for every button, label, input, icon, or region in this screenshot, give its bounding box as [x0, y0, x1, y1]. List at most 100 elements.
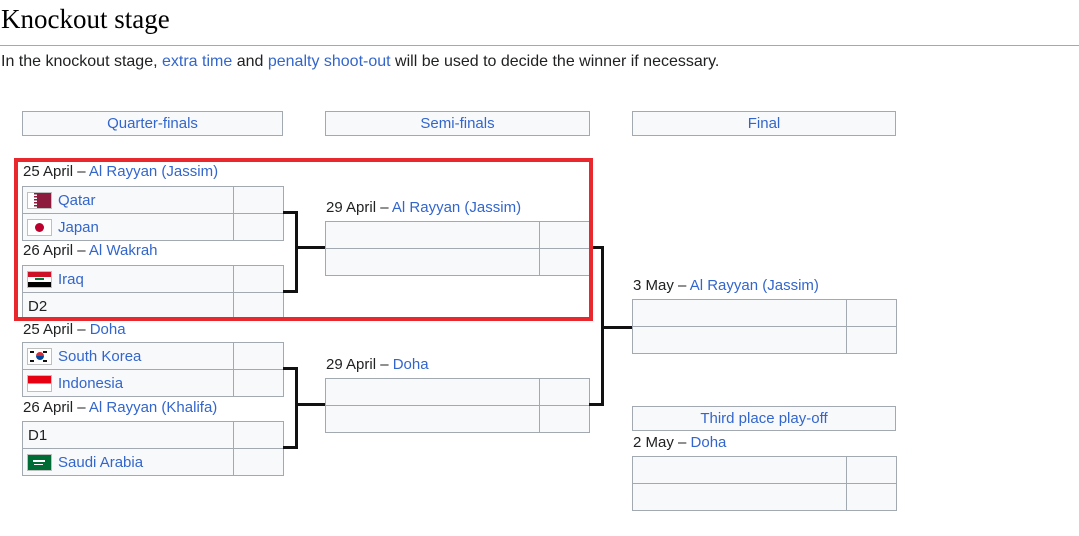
- round-header-quarter-finals[interactable]: Quarter-finals: [22, 111, 283, 136]
- section-divider: [0, 45, 1079, 46]
- team-link-qatar[interactable]: Qatar: [58, 191, 96, 209]
- team-link-south-korea[interactable]: South Korea: [58, 347, 142, 365]
- team-row: [326, 379, 589, 405]
- venue-link[interactable]: Al Rayyan (Jassim): [88, 163, 219, 180]
- venue-link[interactable]: Al Wakrah: [88, 242, 158, 259]
- team-link-iraq[interactable]: Iraq: [58, 270, 84, 288]
- team-row: Japan: [23, 213, 283, 240]
- team-link-japan[interactable]: Japan: [58, 218, 99, 236]
- quarter-finals-link[interactable]: Quarter-finals: [107, 115, 198, 132]
- score-cell: [233, 370, 283, 396]
- team-row: D2: [23, 292, 283, 319]
- match-date-qf2: 26 April – Al Wakrah: [23, 242, 158, 259]
- team-row: Qatar: [23, 187, 283, 213]
- match-date-final: 3 May – Al Rayyan (Jassim): [633, 277, 819, 294]
- date-label: 2 May –: [633, 434, 687, 451]
- bracket-line: [283, 367, 298, 370]
- intro-segment-post: will be used to decide the winner if nec…: [390, 53, 720, 70]
- bracket-line: [295, 367, 298, 449]
- round-header-third-place[interactable]: Third place play-off: [632, 406, 896, 431]
- team-row: Saudi Arabia: [23, 448, 283, 475]
- team-cell: [326, 379, 539, 405]
- team-row: [326, 405, 589, 432]
- team-cell: Indonesia: [23, 370, 233, 396]
- third-place-link[interactable]: Third place play-off: [700, 410, 828, 427]
- team-row: D1: [23, 422, 283, 448]
- bracket-line: [589, 403, 604, 406]
- bracket-line: [601, 246, 604, 406]
- round-header-semi-finals[interactable]: Semi-finals: [325, 111, 590, 136]
- south-korea-flag-icon: [28, 348, 51, 364]
- intro-segment-mid: and: [232, 53, 268, 70]
- team-row: [633, 300, 896, 326]
- team-link-indonesia[interactable]: Indonesia: [58, 374, 124, 392]
- score-cell: [233, 422, 283, 448]
- page-title: Knockout stage: [1, 4, 170, 34]
- final-link[interactable]: Final: [747, 115, 781, 132]
- team-row: [633, 457, 896, 483]
- score-cell: [233, 266, 283, 292]
- bracket-line: [298, 403, 325, 406]
- venue-link[interactable]: Al Rayyan (Jassim): [689, 277, 819, 294]
- score-cell: [539, 379, 589, 405]
- bracket-line: [295, 211, 298, 293]
- match-date-qf3: 25 April – Doha: [23, 321, 126, 338]
- match-third-place: [632, 456, 897, 511]
- japan-flag-icon: [28, 219, 51, 235]
- match-qf4: D1 Saudi Arabia: [22, 421, 284, 476]
- penalty-shootout-link[interactable]: penalty shoot-out: [267, 53, 391, 70]
- round-header-final[interactable]: Final: [632, 111, 896, 136]
- team-cell: D1: [23, 422, 233, 448]
- saudi-arabia-flag-icon: [28, 454, 51, 470]
- extra-time-link[interactable]: extra time: [162, 53, 233, 70]
- team-cell: [633, 457, 846, 483]
- team-cell: Iraq: [23, 266, 233, 292]
- team-row: [326, 222, 589, 248]
- bracket-line: [604, 326, 632, 329]
- team-cell: D2: [23, 293, 233, 319]
- team-row: [326, 248, 589, 275]
- team-cell: [633, 327, 846, 353]
- intro-text: In the knockout stage, extra time and pe…: [1, 53, 719, 71]
- placeholder-team-d2: D2: [28, 297, 48, 315]
- score-cell: [233, 293, 283, 319]
- score-cell: [233, 343, 283, 369]
- match-qf3: South Korea Indonesia: [22, 342, 284, 397]
- team-link-saudi-arabia[interactable]: Saudi Arabia: [58, 453, 144, 471]
- match-sf2: [325, 378, 590, 433]
- score-cell: [846, 327, 896, 353]
- semi-finals-link[interactable]: Semi-finals: [420, 115, 495, 132]
- match-sf1: [325, 221, 590, 276]
- date-label: 3 May –: [633, 277, 687, 294]
- date-label: 26 April –: [23, 399, 86, 416]
- score-cell: [233, 214, 283, 240]
- team-row: [633, 483, 896, 510]
- score-cell: [539, 249, 589, 275]
- match-date-qf1: 25 April – Al Rayyan (Jassim): [23, 163, 218, 180]
- venue-link[interactable]: Al Rayyan (Khalifa): [88, 399, 218, 416]
- team-cell: [326, 406, 539, 432]
- venue-link[interactable]: Doha: [690, 434, 727, 451]
- score-cell: [846, 457, 896, 483]
- iraq-flag-icon: [28, 271, 51, 287]
- intro-segment-pre: In the knockout stage,: [1, 53, 162, 70]
- qatar-flag-icon: [28, 192, 51, 208]
- team-cell: [633, 300, 846, 326]
- score-cell: [846, 300, 896, 326]
- bracket-line: [283, 211, 298, 214]
- venue-link[interactable]: Al Rayyan (Jassim): [391, 199, 522, 216]
- score-cell: [233, 187, 283, 213]
- team-cell: Qatar: [23, 187, 233, 213]
- bracket-line: [589, 246, 604, 249]
- team-cell: South Korea: [23, 343, 233, 369]
- bracket-line: [298, 246, 325, 249]
- venue-link[interactable]: Doha: [392, 356, 429, 373]
- date-label: 26 April –: [23, 242, 86, 259]
- match-date-third-place: 2 May – Doha: [633, 434, 726, 451]
- team-cell: [633, 484, 846, 510]
- venue-link[interactable]: Doha: [89, 321, 126, 338]
- match-final: [632, 299, 897, 354]
- date-label: 29 April –: [326, 199, 389, 216]
- team-row: [633, 326, 896, 353]
